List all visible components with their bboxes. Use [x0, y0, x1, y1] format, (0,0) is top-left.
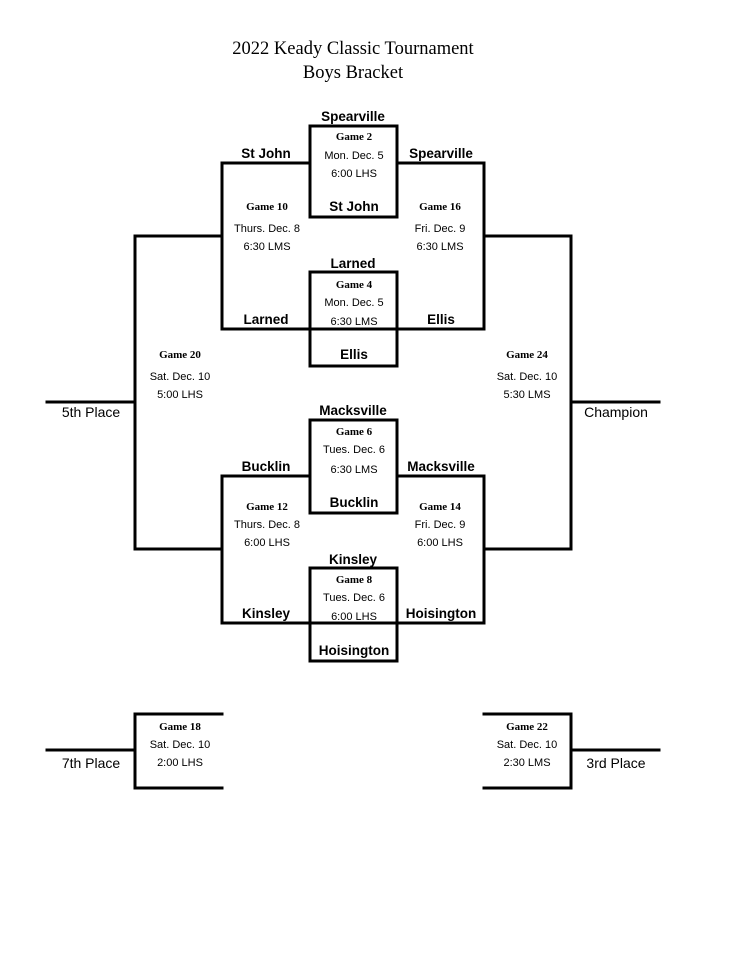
game-18-title: Game 18 [159, 721, 201, 733]
game-10-time: 6:30 LMS [243, 241, 290, 253]
game-12-title: Game 12 [246, 501, 288, 513]
game-20-time: 5:00 LHS [157, 389, 203, 401]
game-24-title: Game 24 [506, 349, 548, 361]
bracket-title: 2022 Keady Classic Tournament [232, 39, 474, 59]
game-24-date: Sat. Dec. 10 [497, 371, 558, 383]
game-4-date: Mon. Dec. 5 [324, 297, 383, 309]
game-2-date: Mon. Dec. 5 [324, 150, 383, 162]
team-game12-top: Bucklin [242, 459, 291, 474]
game-8-time: 6:00 LHS [331, 611, 377, 623]
game-6-title: Game 6 [336, 426, 373, 438]
game-16-date: Fri. Dec. 9 [415, 223, 466, 235]
game-4-title: Game 4 [336, 279, 373, 291]
bracket-subtitle: Boys Bracket [303, 63, 404, 83]
game-12-date: Thurs. Dec. 8 [234, 519, 300, 531]
game-14-title: Game 14 [419, 501, 461, 513]
game-20-date: Sat. Dec. 10 [150, 371, 211, 383]
game-20-title: Game 20 [159, 349, 201, 361]
bracket-lines [45, 124, 661, 790]
game-6-date: Tues. Dec. 6 [323, 444, 385, 456]
game2-box [220, 124, 486, 165]
game-12-time: 6:00 LHS [244, 537, 290, 549]
team-game12-bottom: Kinsley [242, 606, 291, 621]
game-18-date: Sat. Dec. 10 [150, 739, 211, 751]
game-10-title: Game 10 [246, 201, 288, 213]
game-24-info: Game 24 Sat. Dec. 10 5:30 LMS [497, 349, 558, 401]
game-2-time: 6:00 LHS [331, 168, 377, 180]
game-8-title: Game 8 [336, 574, 373, 586]
game-4-time: 6:30 LMS [330, 316, 377, 328]
game-22-time: 2:30 LMS [503, 757, 550, 769]
game-18-info: Game 18 Sat. Dec. 10 2:00 LHS [150, 721, 211, 769]
game-20-info: Game 20 Sat. Dec. 10 5:00 LHS [150, 349, 211, 401]
game-16-info: Game 16 Fri. Dec. 9 6:30 LMS [415, 201, 466, 253]
game-12-info: Game 12 Thurs. Dec. 8 6:00 LHS [234, 501, 300, 549]
game6-box [220, 418, 486, 478]
game20-bracket [133, 234, 224, 551]
game-22-title: Game 22 [506, 721, 548, 733]
game-6-info: Game 6 Tues. Dec. 6 6:30 LMS [323, 426, 385, 476]
seventh-place-label: 7th Place [62, 755, 121, 771]
team-game8-top: Kinsley [329, 552, 378, 567]
game-24-time: 5:30 LMS [503, 389, 550, 401]
team-game8-bottom: Hoisington [319, 643, 390, 658]
team-game10-bottom: Larned [243, 312, 288, 327]
team-game2-bottom: St John [329, 199, 379, 214]
game-14-info: Game 14 Fri. Dec. 9 6:00 LHS [415, 501, 466, 549]
game24-bracket [482, 234, 573, 551]
team-labels: Spearville St John Larned Ellis Macksvil… [241, 109, 476, 658]
game-14-time: 6:00 LHS [417, 537, 463, 549]
game-14-date: Fri. Dec. 9 [415, 519, 466, 531]
game-8-date: Tues. Dec. 6 [323, 592, 385, 604]
game-2-info: Game 2 Mon. Dec. 5 6:00 LHS [324, 131, 383, 180]
champion-label: Champion [584, 404, 648, 420]
game-16-title: Game 16 [419, 201, 461, 213]
game-16-time: 6:30 LMS [416, 241, 463, 253]
team-game16-bottom: Ellis [427, 312, 455, 327]
team-game16-top: Spearville [409, 146, 473, 161]
team-game6-top: Macksville [319, 403, 387, 418]
game-22-info: Game 22 Sat. Dec. 10 2:30 LMS [497, 721, 558, 769]
team-game6-bottom: Bucklin [330, 495, 379, 510]
team-game4-bottom: Ellis [340, 347, 368, 362]
game-10-date: Thurs. Dec. 8 [234, 223, 300, 235]
game-10-info: Game 10 Thurs. Dec. 8 6:30 LMS [234, 201, 300, 253]
team-game14-bottom: Hoisington [406, 606, 477, 621]
game-22-date: Sat. Dec. 10 [497, 739, 558, 751]
game-6-time: 6:30 LMS [330, 464, 377, 476]
game-8-info: Game 8 Tues. Dec. 6 6:00 LHS [323, 574, 385, 623]
team-game2-top: Spearville [321, 109, 385, 124]
game-2-title: Game 2 [336, 131, 373, 143]
game-4-info: Game 4 Mon. Dec. 5 6:30 LMS [324, 279, 383, 328]
third-place-label: 3rd Place [586, 755, 645, 771]
team-game4-top: Larned [330, 256, 375, 271]
team-game14-top: Macksville [407, 459, 475, 474]
game-18-time: 2:00 LHS [157, 757, 203, 769]
fifth-place-label: 5th Place [62, 404, 121, 420]
team-game10-top: St John [241, 146, 291, 161]
